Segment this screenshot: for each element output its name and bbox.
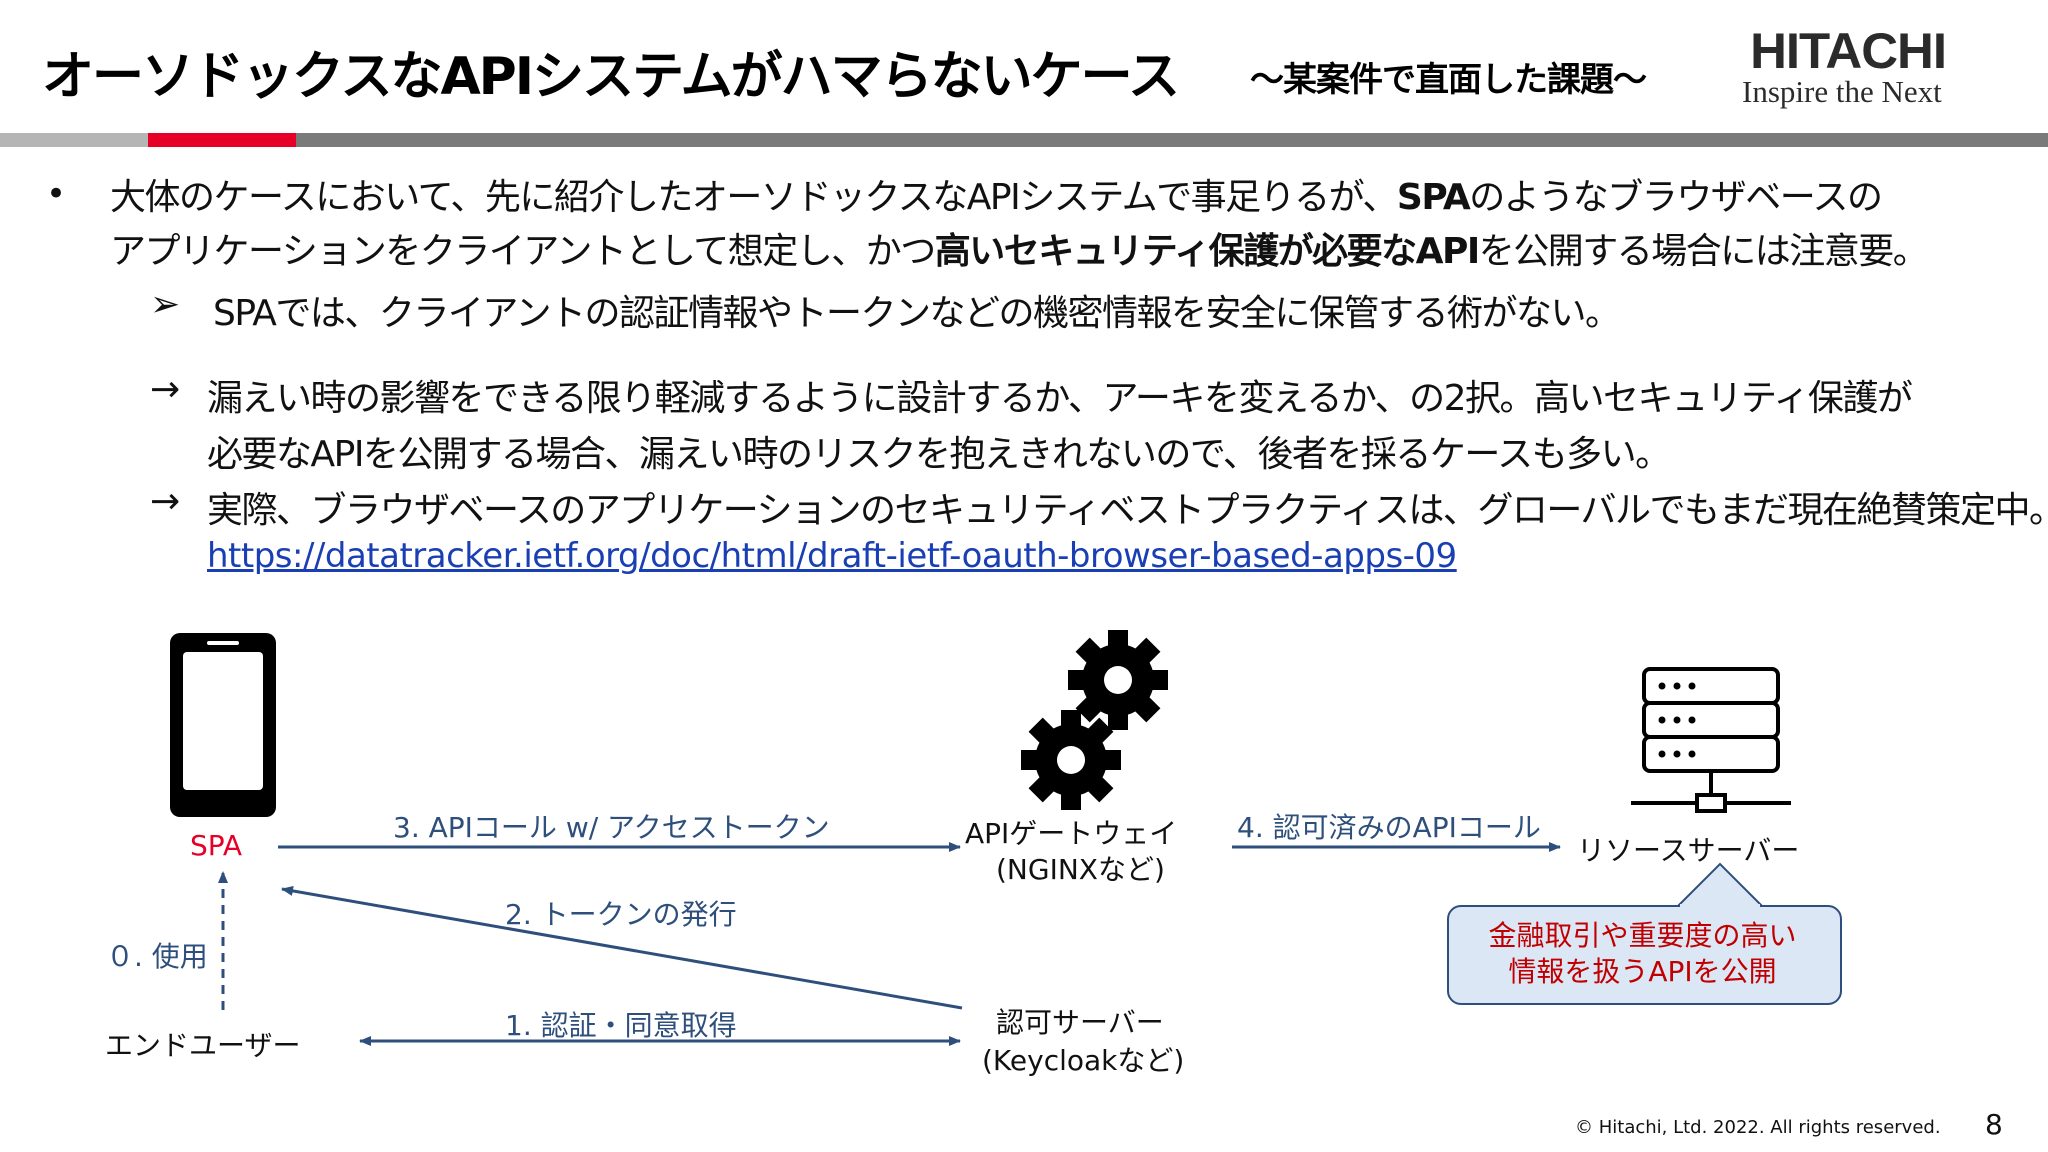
hitachi-logo: HITACHI [1750,23,1947,79]
api-gateway-label: APIゲートウェイ [965,817,1178,850]
p1-line2-text-a: アプリケーションをクライアントとして想定し、かつ [110,231,936,272]
arrow-marker-2: → [150,481,180,522]
api-call-label: 3. APIコール w/ アクセストークン [393,811,830,844]
auth-consent-label: 1. 認証・同意取得 [505,1009,737,1042]
authorized-api-call-label: 4. 認可済みのAPIコール [1237,811,1541,844]
p1-line1-text-a: 大体のケースにおいて、先に紹介したオーソドックスなAPIシステムで事足りるが、 [110,177,1398,218]
copyright: © Hitachi, Ltd. 2022. All rights reserve… [1575,1117,1941,1138]
end-user-label: エンドユーザー [105,1029,301,1062]
resource-server-label: リソースサーバー [1577,834,1800,867]
server-rack-icon [1631,667,1791,813]
arrow-note-2: 実際、ブラウザベースのアプリケーションのセキュリティベストプラクティスは、グロー… [207,490,2048,531]
header-divider-accent-red [148,133,296,147]
gears-icon [1021,630,1168,810]
p1-line1-emphasis: SPA [1396,177,1471,218]
p1-line1-text-c: のようなブラウザベースの [1469,177,1883,218]
arrow-marker-1: → [150,369,180,410]
arrow-note-1-line-2: 必要なAPIを公開する場合、漏えい時のリスクを抱えきれないので、後者を採るケース… [207,434,1671,475]
bullet-marker: • [46,174,67,214]
callout-text: 金融取引や重要度の高い 情報を扱うAPIを公開 [1447,918,1838,990]
p1-line2-emphasis: 高いセキュリティ保護が必要なAPI [934,231,1480,272]
spa-label: SPA [190,829,243,862]
smartphone-icon [170,633,276,817]
page-subtitle: ～某案件で直面した課題～ [1250,60,1647,100]
arrow-token-issue [281,885,963,1010]
callout-line-1: 金融取引や重要度の高い [1488,919,1797,952]
header-divider-accent-left [0,133,148,147]
page-number: 8 [1985,1108,2003,1141]
arrow-note-1-line-1: 漏えい時の影響をできる限り軽減するように設計するか、アーキを変えるか、の2択。高… [207,378,1913,419]
paragraph-line-2: アプリケーションをクライアントとして想定し、かつ高いセキュリティ保護が必要なAP… [110,222,1929,274]
auth-server-label: 認可サーバー [996,1006,1164,1039]
callout-pointer [1677,862,1763,907]
callout-box [1447,905,1842,1005]
callout-line-2: 情報を扱うAPIを公開 [1508,955,1777,988]
api-gateway-sublabel: (NGINXなど) [996,853,1165,886]
paragraph-line-1: 大体のケースにおいて、先に紹介したオーソドックスなAPIシステムで事足りるが、S… [110,168,1883,220]
p1-line2-text-c: を公開する場合には注意要。 [1478,231,1929,272]
token-issue-label: 2. トークンの発行 [505,898,737,931]
ietf-draft-link[interactable]: https://datatracker.ietf.org/doc/html/dr… [207,536,1457,576]
page-title: オーソドックスなAPIシステムがハマらないケース [42,47,1180,107]
sub-bullet-marker: ➢ [150,284,180,325]
use-label: ０. 使用 [106,940,208,973]
hitachi-tagline: Inspire the Next [1742,74,1942,109]
sub-bullet-text: SPAでは、クライアントの認証情報やトークンなどの機密情報を安全に保管する術がな… [213,293,1621,334]
header-divider [0,133,2048,147]
auth-server-sublabel: (Keycloakなど) [982,1044,1185,1077]
